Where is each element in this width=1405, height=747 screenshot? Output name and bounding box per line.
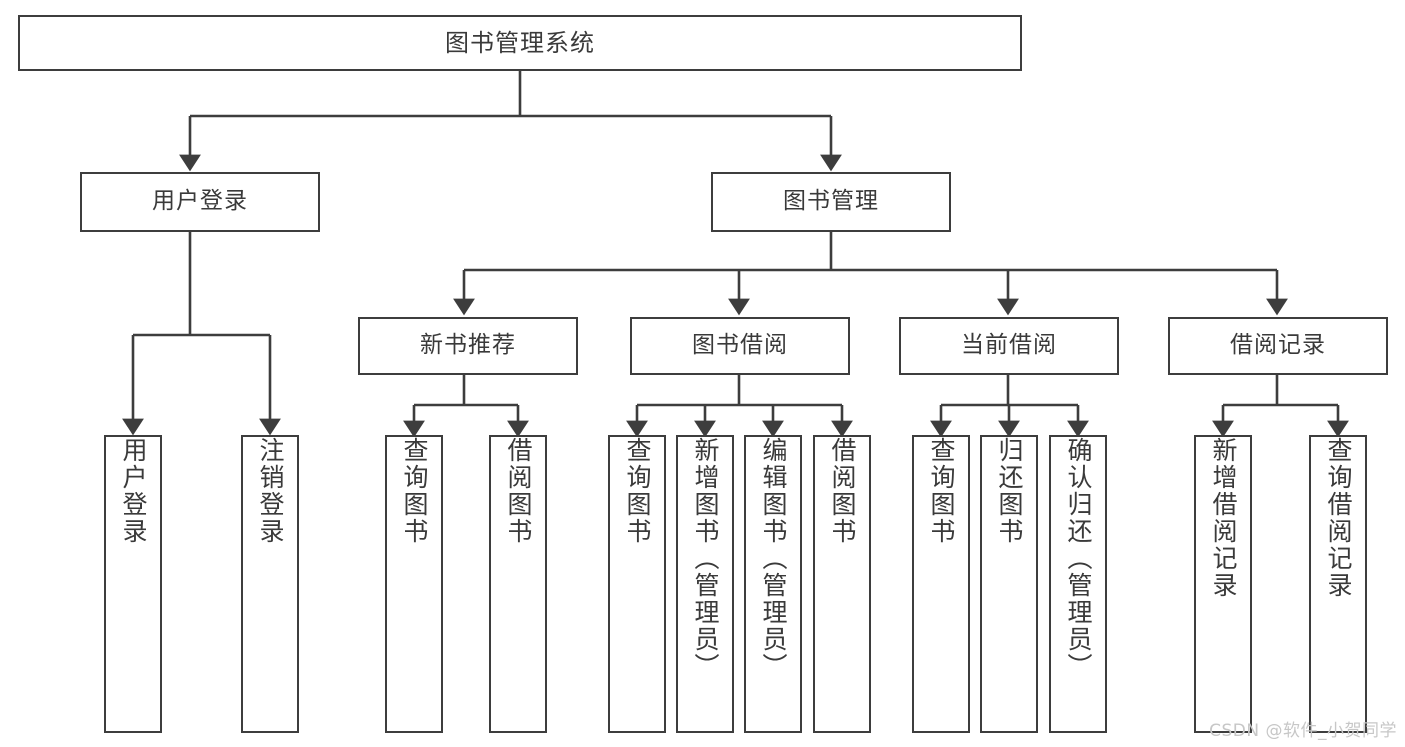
node-book-management-label: 图书管理 bbox=[783, 188, 879, 215]
node-root[interactable]: 图书管理系统 bbox=[18, 15, 1022, 71]
node-current-borrow-label: 当前借阅 bbox=[961, 332, 1057, 359]
leaf-book-borrow-query[interactable]: 查询图书 bbox=[608, 435, 666, 733]
leaf-book-borrow-add[interactable]: 新增图书（管理员） bbox=[676, 435, 734, 733]
leaf-borrow-record-query[interactable]: 查询借阅记录 bbox=[1309, 435, 1367, 733]
node-new-book-recommend-label: 新书推荐 bbox=[420, 332, 516, 359]
leaf-book-borrow-query-label: 查询图书 bbox=[623, 437, 652, 545]
leaf-borrow-record-add-label: 新增借阅记录 bbox=[1209, 437, 1238, 599]
leaf-new-book-query-label: 查询图书 bbox=[400, 437, 429, 545]
node-book-borrow-label: 图书借阅 bbox=[692, 332, 788, 359]
leaf-borrow-record-query-label: 查询借阅记录 bbox=[1324, 437, 1353, 599]
leaf-borrow-record-add[interactable]: 新增借阅记录 bbox=[1194, 435, 1252, 733]
leaf-book-borrow-borrow[interactable]: 借阅图书 bbox=[813, 435, 871, 733]
leaf-user-login-logout[interactable]: 注销登录 bbox=[241, 435, 299, 733]
node-current-borrow[interactable]: 当前借阅 bbox=[899, 317, 1119, 375]
watermark: CSDN @软件_小贺同学 bbox=[1209, 721, 1397, 741]
leaf-new-book-borrow[interactable]: 借阅图书 bbox=[489, 435, 547, 733]
node-user-login[interactable]: 用户登录 bbox=[80, 172, 320, 232]
leaf-book-borrow-edit[interactable]: 编辑图书（管理员） bbox=[744, 435, 802, 733]
node-borrow-record[interactable]: 借阅记录 bbox=[1168, 317, 1388, 375]
node-book-borrow[interactable]: 图书借阅 bbox=[630, 317, 850, 375]
leaf-user-login-login-label: 用户登录 bbox=[119, 437, 148, 545]
leaf-new-book-borrow-label: 借阅图书 bbox=[504, 437, 533, 545]
node-book-management[interactable]: 图书管理 bbox=[711, 172, 951, 232]
leaf-current-borrow-return[interactable]: 归还图书 bbox=[980, 435, 1038, 733]
leaf-current-borrow-query-label: 查询图书 bbox=[927, 437, 956, 545]
leaf-user-login-login[interactable]: 用户登录 bbox=[104, 435, 162, 733]
leaf-current-borrow-query[interactable]: 查询图书 bbox=[912, 435, 970, 733]
leaf-current-borrow-confirm-label: 确认归还（管理员） bbox=[1064, 437, 1093, 680]
leaf-book-borrow-edit-label: 编辑图书（管理员） bbox=[759, 437, 788, 680]
node-new-book-recommend[interactable]: 新书推荐 bbox=[358, 317, 578, 375]
node-borrow-record-label: 借阅记录 bbox=[1230, 332, 1326, 359]
leaf-current-borrow-confirm[interactable]: 确认归还（管理员） bbox=[1049, 435, 1107, 733]
leaf-new-book-query[interactable]: 查询图书 bbox=[385, 435, 443, 733]
node-root-label: 图书管理系统 bbox=[445, 28, 595, 57]
leaf-book-borrow-add-label: 新增图书（管理员） bbox=[691, 437, 720, 680]
leaf-current-borrow-return-label: 归还图书 bbox=[995, 437, 1024, 545]
leaf-book-borrow-borrow-label: 借阅图书 bbox=[828, 437, 857, 545]
leaf-user-login-logout-label: 注销登录 bbox=[256, 437, 285, 545]
node-user-login-label: 用户登录 bbox=[152, 188, 248, 215]
